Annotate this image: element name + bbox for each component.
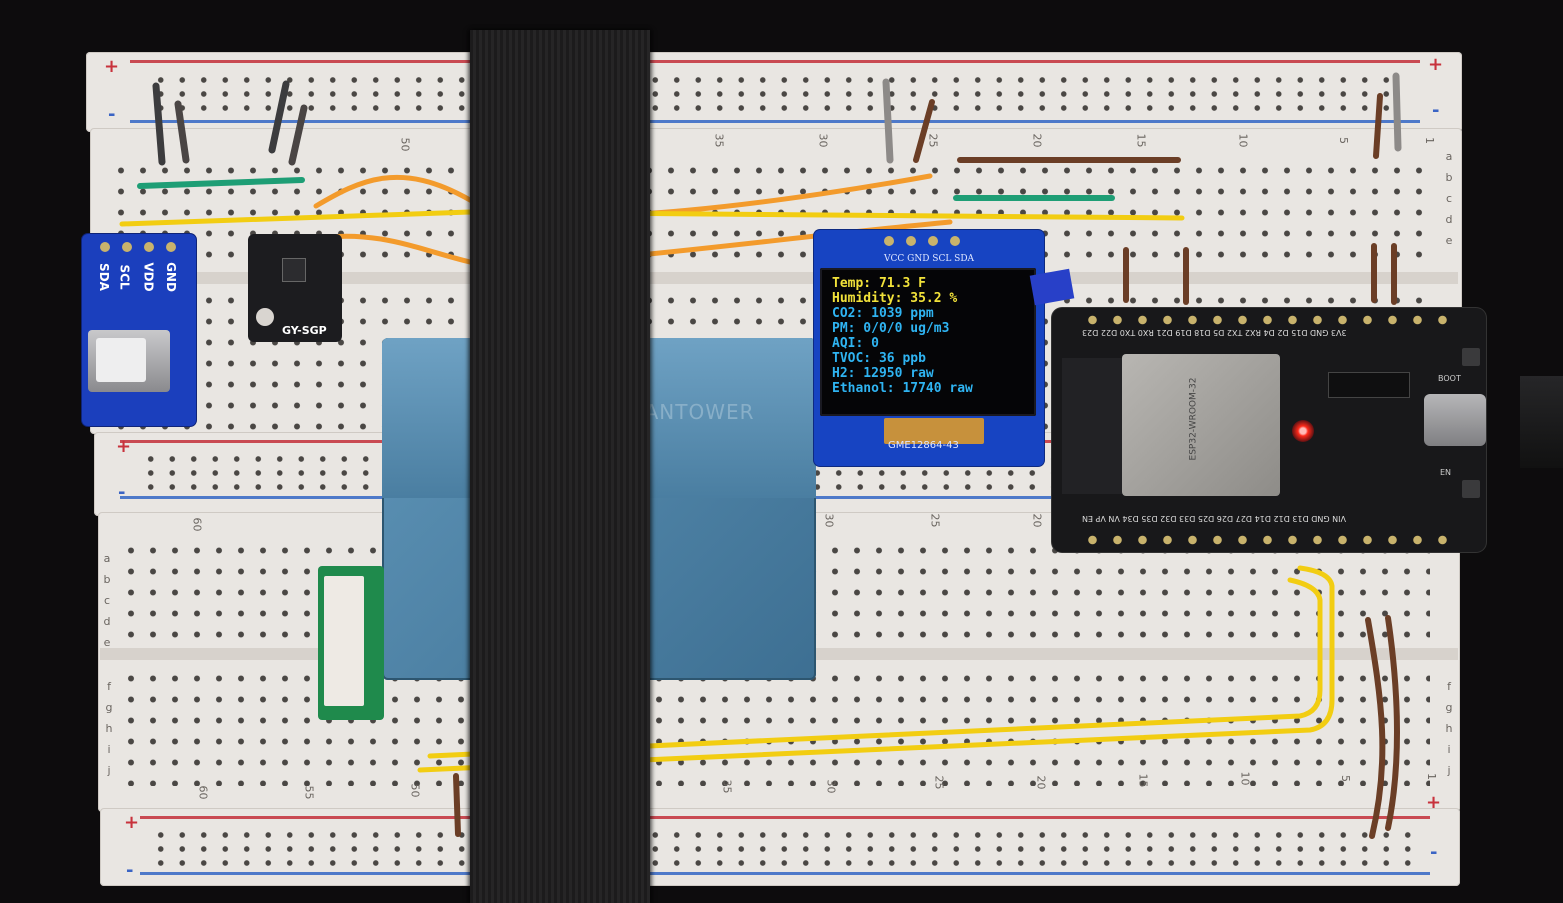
rail-plus-sign: + [1426,792,1442,813]
mount-hole [256,308,274,326]
esp32-module: ESP32-WROOM-32 [1122,354,1280,496]
rail-minus-sign: - [118,482,126,503]
esp32-pin-row-top [1080,314,1460,326]
oled-line-temp: Temp: 71.3 F [832,276,926,291]
rail-line-plus [140,816,1430,819]
oled-line-humidity: Humidity: 35.2 % [832,291,958,306]
rail-plus-sign: + [116,436,132,457]
row-letter: c [1445,192,1453,205]
row-letters: a b c d e [102,548,112,653]
rail-plus-sign: + [124,812,140,833]
power-led [1292,420,1314,442]
sensor-chip [282,258,306,282]
row-letters: f g h i j [104,676,114,781]
row-letters: f g h i j [1444,676,1454,781]
usb-chip [1328,372,1410,398]
sensor-board-left: GND VDD SCL SDA [82,234,196,426]
pin-label-scl: SCL [117,264,132,290]
row-letter: a [103,552,111,565]
row-letter: i [107,743,111,756]
row-letter: b [1445,171,1453,184]
row-letter: d [1445,213,1453,226]
rail-plus-sign: + [104,56,120,77]
rail-minus-sign: - [126,860,134,881]
rail-line-plus [130,60,1420,63]
usb-cable [1520,376,1563,468]
row-letter: i [1447,743,1451,756]
row-letter: j [1447,764,1451,777]
row-letter: h [1445,722,1453,735]
esp32-pin-labels-bottom: VIN GND D13 D12 D14 D27 D26 D25 D33 D32 … [1082,514,1346,523]
esp32-antenna [1062,358,1122,494]
rail-line-minus [140,872,1430,875]
green-wires [137,177,1115,201]
rail-minus-sign: - [1430,842,1438,863]
row-letter: e [103,636,111,649]
elastic-strap [470,30,650,903]
row-letter: c [103,594,111,607]
row-letter: e [1445,234,1453,247]
rail-holes [150,73,1400,111]
row-letter: f [1447,680,1451,693]
row-letter: g [1445,701,1453,714]
oled-pins [884,236,976,248]
row-letter: h [105,722,113,735]
oled-line-ethanol: Ethanol: 17740 raw [832,381,973,396]
gy-sgp-label: GY-SGP [282,324,327,337]
en-button-label: EN [1440,468,1452,477]
rail-plus-sign: + [1428,54,1444,75]
esp32-pin-row-bottom [1080,534,1460,546]
pin-label-sda: SDA [96,263,111,291]
connector [324,576,364,706]
pin-label-gnd: GND [163,262,178,292]
row-letter: a [1445,150,1453,163]
oled-text-area: Temp: 71.3 F Humidity: 35.2 % CO2: 1039 … [832,276,973,396]
boot-button-label: BOOT [1438,374,1461,383]
oled-module: VCC GND SCL SDA Temp: 71.3 F Humidity: 3… [814,230,1075,466]
row-letter: b [103,573,111,586]
oled-pin-labels: VCC GND SCL SDA [884,254,975,264]
pm-sensor-brand: LANTOWER [632,400,755,424]
rail-minus-sign: - [108,104,116,125]
jumper-wires [152,72,1402,837]
oled-model-label: GME12864-43 [888,440,959,451]
oled-line-pm: PM: 0/0/0 ug/m3 [832,321,950,336]
oled-line-tvoc: TVOC: 36 ppb [832,351,926,366]
sensor-chip [88,330,170,392]
center-groove [94,272,1458,284]
oled-line-h2: H2: 12950 raw [832,366,934,381]
rail-holes [150,828,1420,866]
row-letters: a b c d e [1444,146,1454,251]
pin-header [100,242,180,256]
row-letter: f [107,680,111,693]
rail-line-minus [130,120,1420,123]
row-letter: g [105,701,113,714]
esp32-pin-labels-top: 3V3 GND D15 D2 D4 RX2 TX2 D5 D18 D19 D21… [1082,328,1347,337]
connector-board [318,566,384,720]
row-letter: d [103,615,111,628]
brown-wires [1365,615,1400,839]
row-letter: j [107,764,111,777]
oled-flex-cable [884,418,984,444]
oled-line-co2: CO2: 1039 ppm [832,306,934,321]
rail-minus-sign: - [1432,100,1440,121]
oled-line-aqi: AQI: 0 [832,336,879,351]
pin-labels: GND VDD SCL SDA [96,260,186,314]
oled-screen: Temp: 71.3 F Humidity: 35.2 % CO2: 1039 … [820,268,1036,416]
en-button[interactable] [1462,480,1480,498]
esp32-module-label: ESP32-WROOM-32 [1188,377,1199,461]
esp32-board: 3V3 GND D15 D2 D4 RX2 TX2 D5 D18 D19 D21… [1052,308,1486,552]
gy-sgp-sensor: GY-SGP [248,234,342,342]
boot-button[interactable] [1462,348,1480,366]
pin-label-vdd: VDD [141,262,156,292]
usb-c-port [1424,394,1486,446]
